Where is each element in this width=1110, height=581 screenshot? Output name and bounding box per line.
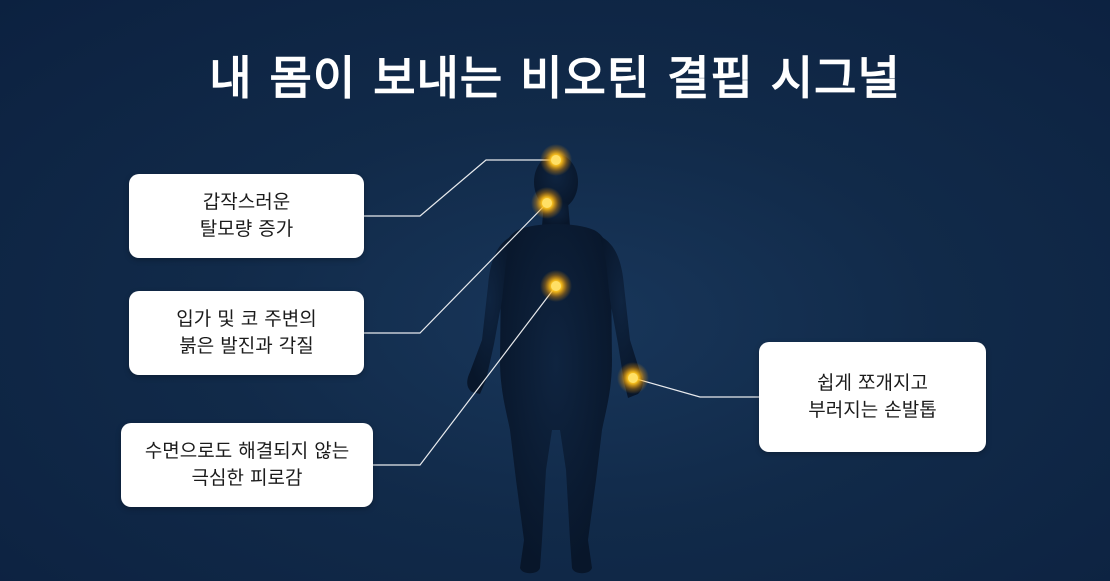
glow-point-chest [540,270,572,302]
signal-text-line: 입가 및 코 주변의 [176,308,317,330]
glow-point-mouth [531,187,563,219]
signal-card-hair-loss: 갑작스러운 탈모량 증가 [129,174,364,258]
glow-points [531,144,649,394]
connector-fatigue [373,285,557,466]
signal-text-line: 붉은 발진과 각질 [179,335,314,357]
signal-text-line: 수면으로도 해결되지 않는 [144,440,350,462]
signal-card-brittle-nails: 쉽게 쪼개지고 부러지는 손발톱 [759,342,986,452]
connector-skin [364,202,548,334]
signal-text-line: 탈모량 증가 [199,218,294,240]
signal-text-line: 부러지는 손발톱 [808,399,937,421]
signal-text-line: 극심한 피로감 [191,467,303,489]
connector-lines [364,159,759,466]
signal-card-fatigue: 수면으로도 해결되지 않는 극심한 피로감 [121,423,373,507]
signal-text-line: 쉽게 쪼개지고 [817,372,928,394]
human-silhouette [467,154,643,574]
signal-text-line: 갑작스러운 [202,191,291,213]
glow-point-head [540,144,572,176]
page-title: 내 몸이 보내는 비오틴 결핍 시그널 [209,51,901,105]
connector-hair [364,159,556,217]
glow-point-hand [617,362,649,394]
signal-card-skin-rash: 입가 및 코 주변의 붉은 발진과 각질 [129,291,364,375]
connector-nails [632,377,759,398]
